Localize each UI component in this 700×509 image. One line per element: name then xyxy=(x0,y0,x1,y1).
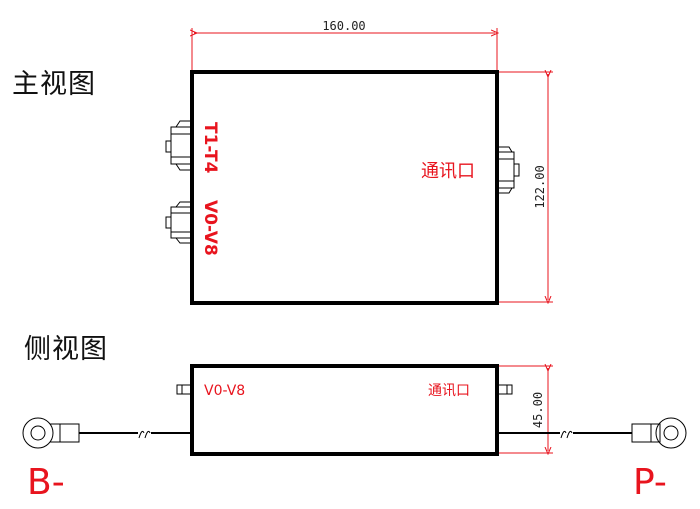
cable-b-minus xyxy=(22,417,192,449)
side-connector-right xyxy=(496,384,513,395)
side-view-body xyxy=(190,364,499,456)
connector-comm-port xyxy=(496,146,520,194)
terminal-b-minus-label: B- xyxy=(27,462,65,503)
connector-t1-t4 xyxy=(165,120,193,171)
side-view-title: 侧视图 xyxy=(24,334,108,365)
front-view-title: 主视图 xyxy=(12,69,96,100)
side-height-value: 45.00 xyxy=(531,392,545,428)
front-width-dimension xyxy=(192,28,497,70)
front-height-dimension xyxy=(499,72,553,302)
front-view-body xyxy=(190,70,499,305)
side-label-v0-v8: V0-V8 xyxy=(204,383,245,399)
front-view: 160.00 122.00 xyxy=(165,19,553,305)
terminal-p-minus-label: P- xyxy=(633,462,667,503)
side-connector-left xyxy=(176,384,193,395)
connector-v0-v8 xyxy=(165,201,193,244)
label-t1-t4: T1-T4 xyxy=(200,122,220,174)
label-comm-port: 通讯口 xyxy=(421,161,475,182)
side-label-comm-port: 通讯口 xyxy=(428,383,470,399)
front-height-value: 122.00 xyxy=(533,165,547,208)
side-view: V0-V8 通讯口 45.00 xyxy=(22,364,687,503)
side-height-dimension xyxy=(499,366,553,453)
cable-p-minus xyxy=(497,417,687,449)
label-v0-v8: V0-V8 xyxy=(200,200,220,256)
front-width-value: 160.00 xyxy=(322,19,365,33)
